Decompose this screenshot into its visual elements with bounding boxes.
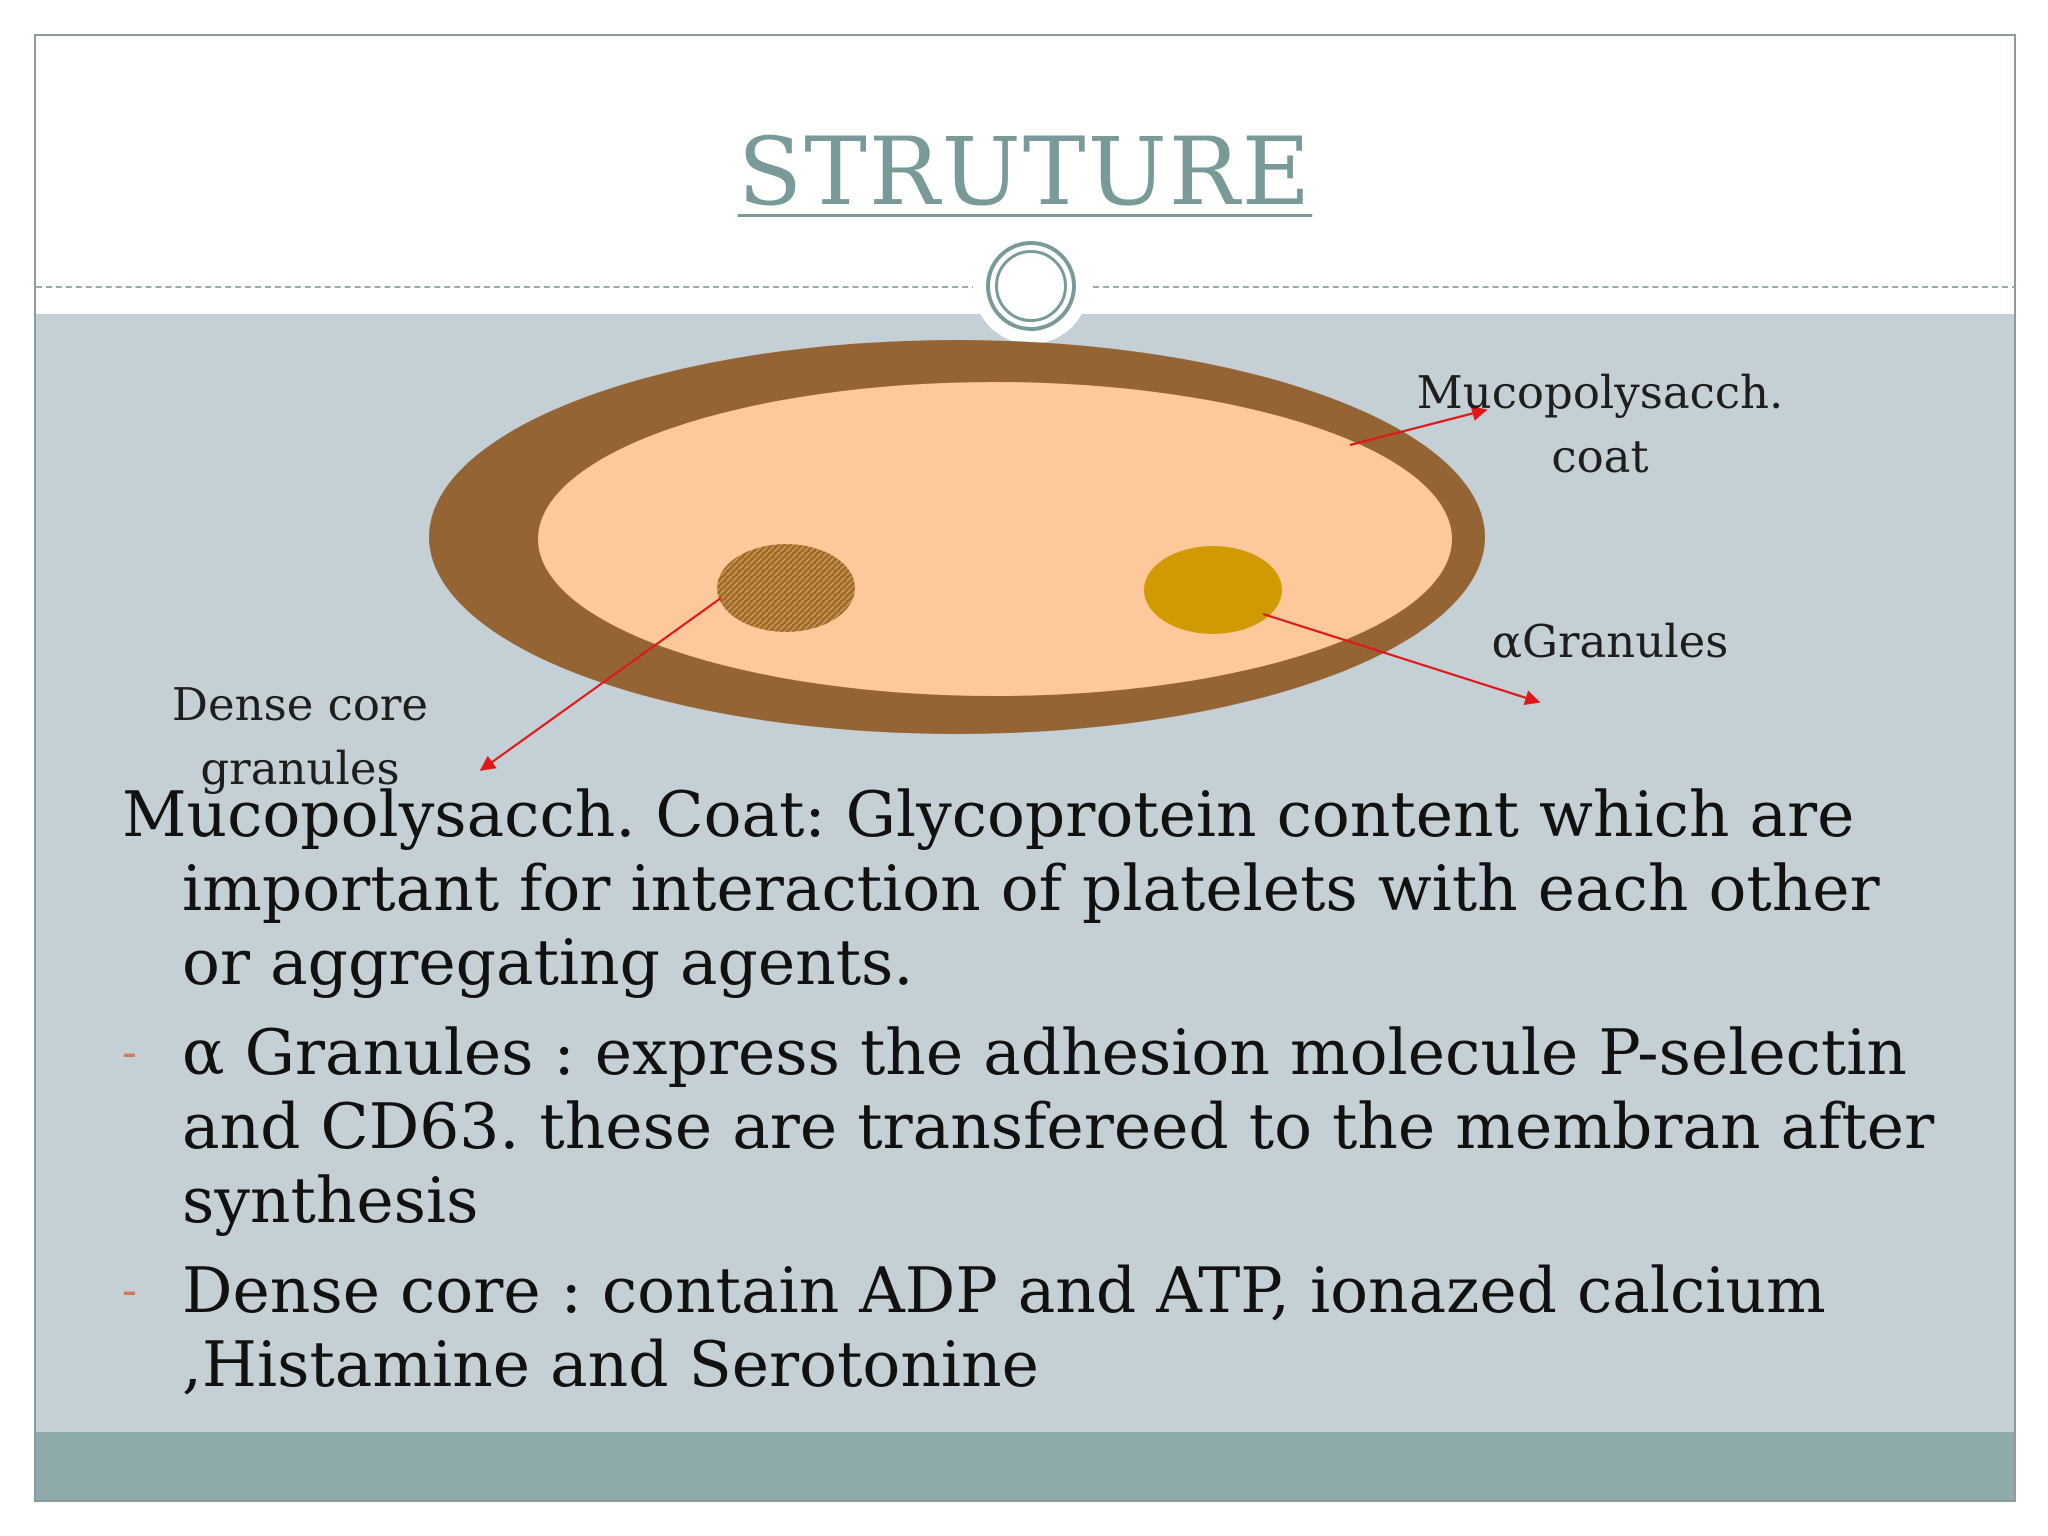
- label-dense-line1: Dense core: [171, 678, 429, 731]
- alpha-granule: [1144, 546, 1282, 634]
- bullet-alpha-text: α Granules : express the adhesion molecu…: [182, 1016, 1935, 1237]
- divider-right: [1093, 286, 2014, 288]
- divider-left: [36, 286, 978, 288]
- dense-core-granule: [717, 544, 855, 632]
- label-coat-line1: Mucopolysacch.: [1416, 366, 1784, 419]
- coat-arrow: [1349, 405, 1488, 447]
- bullet-dense-text: Dense core : contain ADP and ATP, ionaze…: [182, 1254, 1826, 1401]
- slide-body-text: Mucopolysacch. Coat: Glycoprotein conten…: [122, 778, 1942, 1402]
- badge-ring-outer: [986, 241, 1076, 331]
- label-coat-line2: coat: [1551, 430, 1649, 483]
- slide-frame: STRUTURE: [34, 34, 2016, 1502]
- bullet-dash: -: [122, 1027, 137, 1078]
- bullet-alpha-granules: - α Granules : express the adhesion mole…: [122, 1016, 1942, 1238]
- slide-title: STRUTURE: [737, 118, 1313, 227]
- label-alpha-granules: αGranules: [1491, 615, 1729, 668]
- dense-granule-arrow: [479, 597, 722, 771]
- circle-badge-icon: [973, 228, 1089, 344]
- footer-band: [36, 1432, 2014, 1500]
- label-coat: Mucopolysacch. coat: [1380, 361, 1820, 489]
- badge-ring-inner: [995, 250, 1067, 322]
- coat-paragraph: Mucopolysacch. Coat: Glycoprotein conten…: [122, 778, 1880, 999]
- label-dense-core: Dense core granules: [150, 673, 450, 801]
- bullet-dash: -: [122, 1265, 137, 1316]
- bullet-dense-core: - Dense core : contain ADP and ATP, iona…: [122, 1254, 1942, 1402]
- alpha-granule-arrow: [1262, 612, 1541, 706]
- platelet-cytoplasm: [538, 382, 1452, 696]
- label-dense-line2: granules: [200, 742, 400, 795]
